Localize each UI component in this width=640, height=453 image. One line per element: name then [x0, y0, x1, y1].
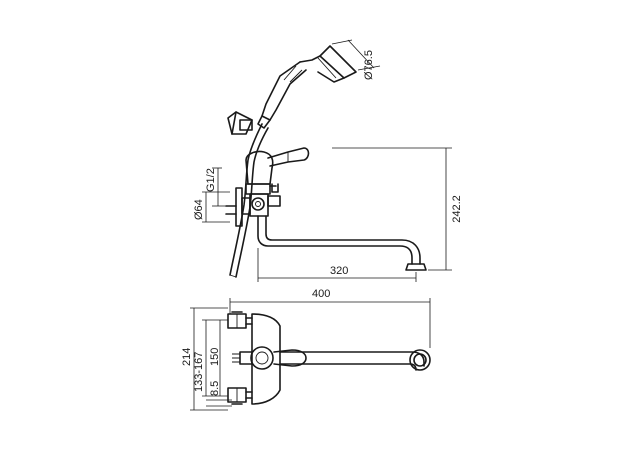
- shower-head: [299, 45, 357, 83]
- label-thread: G1/2: [205, 168, 217, 192]
- top-lever: [273, 349, 307, 367]
- label-total-length: 400: [312, 288, 330, 300]
- dim-offset: 8.5: [206, 381, 232, 407]
- label-body-diameter: Ø64: [193, 199, 205, 220]
- label-height: 242.2: [451, 195, 463, 223]
- mixer-body: [245, 150, 281, 217]
- label-offset: 8.5: [209, 381, 221, 396]
- dim-total-length: 400: [229, 288, 431, 348]
- side-view: 320 242.2 Ø76.5 G1/2 Ø64: [193, 39, 463, 282]
- dim-thread: G1/2: [205, 167, 228, 207]
- dim-body-diameter: Ø64: [193, 191, 230, 223]
- label-center-range: 133-167: [193, 352, 205, 392]
- label-spout-reach: 320: [330, 265, 348, 277]
- diverter-lever: [267, 147, 310, 167]
- dim-center-distance: 150: [209, 320, 221, 396]
- lower-valve: [227, 387, 253, 405]
- top-view: 400: [181, 288, 431, 411]
- label-shower-head-diameter: Ø76.5: [363, 50, 375, 80]
- shower-holder: [227, 111, 253, 135]
- upper-valve: [227, 311, 253, 329]
- spout: [257, 215, 427, 271]
- label-center-distance: 150: [209, 348, 221, 366]
- dim-overall-height: 214: [181, 307, 228, 411]
- top-spout: [279, 349, 431, 371]
- shower-handle: [257, 61, 307, 129]
- label-overall-height: 214: [181, 348, 193, 366]
- dim-height: 242.2: [332, 147, 463, 271]
- dim-center-range: 133-167: [193, 319, 228, 397]
- dim-spout-reach: 320: [257, 248, 417, 282]
- top-body: [232, 313, 281, 405]
- dim-shower-head-diameter: Ø76.5: [331, 39, 381, 80]
